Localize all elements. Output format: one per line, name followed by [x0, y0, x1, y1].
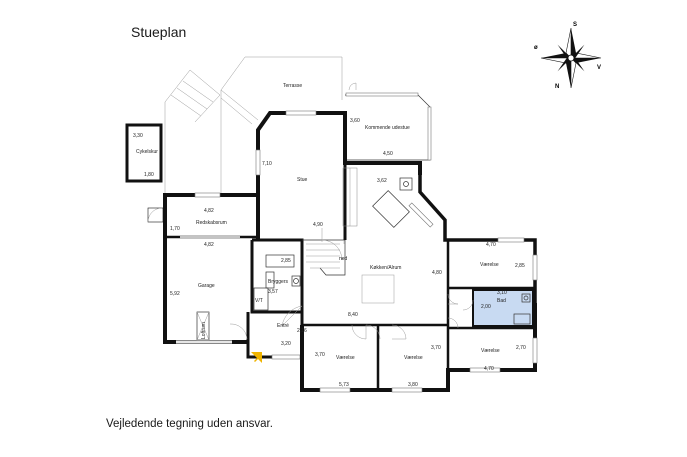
room-kommende-udestue: 3,60 Kommende udestue 4,50	[345, 82, 432, 161]
label-vaer1: Værelse	[480, 262, 499, 268]
label-redskab: Redskabsrum	[196, 220, 227, 226]
dim-udestue-w: 4,50	[383, 151, 393, 157]
dim-vaer2-w: 5,73	[339, 382, 349, 388]
dim-vaer3-h: 3,70	[431, 345, 441, 351]
label-stue: Stue	[297, 177, 308, 183]
label-terrasse: Terrasse	[283, 83, 302, 89]
dim-redskab-w: 4,82	[204, 208, 214, 214]
dim-vaer1-h: 2,85	[515, 263, 525, 269]
dim-bad-h: 2,00	[481, 304, 491, 310]
label-bad: Bad	[497, 298, 506, 304]
dim-udestue-h: 3,60	[350, 118, 360, 124]
label-vaer2: Værelse	[336, 355, 355, 361]
dim-stue-h: 7,10	[262, 161, 272, 167]
disclaimer-text: Vejledende tegning uden ansvar.	[106, 418, 273, 430]
label-bryggers: Bryggers	[268, 279, 289, 285]
label-kommende-udestue: Kommende udestue	[365, 125, 410, 131]
dim-vaer3-w: 3,80	[408, 382, 418, 388]
label-vt: V/T	[255, 298, 263, 304]
dim-vaer2-h: 3,70	[315, 352, 325, 358]
dim-stue-w: 4,90	[313, 222, 323, 228]
label-garage: Garage	[198, 283, 215, 289]
dim-cykel-w: 3,30	[133, 133, 143, 139]
label-entre: Entré	[277, 323, 289, 329]
compass-o-label: ø	[534, 45, 538, 51]
dim-vaer1-w: 4,70	[486, 242, 496, 248]
dim-garage-h: 5,92	[170, 291, 180, 297]
dim-entre-h: 3,20	[281, 341, 291, 347]
compass-icon: S ø V N	[534, 22, 602, 90]
dim-cykel-h: 1,80	[144, 172, 154, 178]
terrasse-outline: Terrasse	[164, 56, 343, 198]
label-vaer3: Værelse	[404, 355, 423, 361]
compass-v-label: V	[597, 65, 601, 71]
dim-vaer4-h: 2,70	[516, 345, 526, 351]
label-vaer4: Værelse	[481, 348, 500, 354]
entrance-arrow-icon	[251, 352, 262, 363]
label-cykelskur: Cykelskur	[136, 149, 158, 155]
plan-title: Stueplan	[131, 24, 187, 40]
compass-n-label: N	[555, 84, 559, 90]
house-walls	[147, 110, 538, 393]
dim-vaer4-w: 4,70	[484, 366, 494, 372]
dim-garage-w: 4,82	[204, 242, 214, 248]
dim-koekken-small: 3,62	[377, 178, 387, 184]
label-ned: ned	[339, 256, 348, 262]
dim-entre-w: 2,16	[297, 328, 307, 334]
compass-s-label: S	[573, 22, 577, 28]
dim-bryg-w: 2,85	[281, 258, 291, 264]
label-koekken: Køkken/Alrum	[370, 265, 401, 271]
dim-bad-w: 3,10	[497, 290, 507, 296]
dim-redskab-h: 1,70	[170, 226, 180, 232]
room-cykelskur: 3,30 Cykelskur 1,80	[125, 123, 163, 183]
dim-bryg-h: 3,57	[268, 289, 278, 295]
bath-fill	[472, 289, 534, 327]
dim-koekken-h: 4,80	[432, 270, 442, 276]
dim-koekken-w: 8,40	[348, 312, 358, 318]
stair	[302, 228, 346, 276]
label-loftrum: Loftrum	[201, 322, 207, 339]
